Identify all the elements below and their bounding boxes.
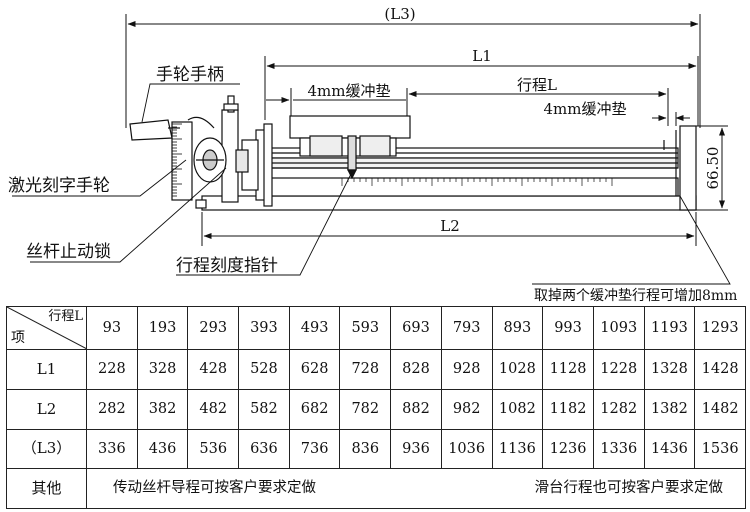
- table-cell: 593: [339, 306, 392, 350]
- table-cell: 982: [440, 388, 493, 430]
- dim-l2-text: L2: [440, 217, 460, 235]
- leader-lines: [12, 83, 731, 285]
- table-cell: 228: [86, 349, 138, 390]
- corner-diagonal: [7, 307, 87, 349]
- table-cell: 936: [390, 428, 442, 470]
- handwheel-dial-ticks: [172, 123, 182, 197]
- table-cell: 682: [288, 388, 341, 430]
- table-cell: 536: [187, 428, 240, 470]
- table-cell: 436: [136, 428, 189, 470]
- stroke-scale-ticks: [341, 178, 613, 186]
- row-header-other: 其他: [6, 468, 87, 509]
- dim-buffer-left-text: 4mm缓冲垫: [308, 82, 391, 100]
- table-cell: 1082: [491, 388, 544, 430]
- dim-l3-text: (L3): [384, 5, 415, 23]
- dim-l3: [125, 14, 701, 128]
- table-cell: 1093: [592, 306, 645, 350]
- table-cell: 728: [339, 349, 392, 390]
- table-cell: 993: [542, 306, 594, 350]
- table-cell: 1382: [643, 388, 696, 430]
- table-cell: 1293: [694, 306, 746, 350]
- dim-buffer-right-text: 4mm缓冲垫: [544, 100, 627, 118]
- label-screw-lock: 丝杆止动锁: [26, 242, 111, 262]
- corner-bottom-text: 项: [11, 330, 25, 346]
- table-cell: 493: [288, 306, 341, 350]
- table-row-l2: L2 282 382 482 582 682 782 882 982 1082 …: [6, 388, 746, 430]
- table-cell: 882: [390, 388, 442, 430]
- table-cell: 1136: [491, 428, 544, 470]
- note-slide-stroke: 滑台行程也可按客户要求定做: [534, 480, 724, 497]
- dim-stroke: [266, 88, 690, 126]
- table-cell: 328: [136, 349, 189, 390]
- row-header-l2: L2: [6, 388, 87, 430]
- spec-table: 行程L 项 93 193 293 393 493 593 693 793 893…: [6, 306, 746, 509]
- other-notes-cell: 传动丝杆导程可按客户要求定做 滑台行程也可按客户要求定做: [86, 468, 746, 509]
- label-handwheel-handle: 手轮手柄: [156, 65, 224, 85]
- table-row-l1: L1 228 328 428 528 628 728 828 928 1028 …: [6, 349, 746, 390]
- table-cell: 1328: [643, 349, 696, 390]
- table-cell: 628: [288, 349, 341, 390]
- table-cell: 336: [86, 428, 138, 470]
- note-screw-lead: 传动丝杆导程可按客户要求定做: [113, 480, 316, 497]
- table-cell: 793: [440, 306, 493, 350]
- handwheel-handle: [129, 116, 215, 141]
- stage-body: [195, 115, 697, 211]
- table-cell: 693: [390, 306, 442, 350]
- table-cell: 1236: [542, 428, 594, 470]
- table-cell: 193: [136, 306, 189, 350]
- table-cell: 582: [238, 388, 290, 430]
- label-stroke-pointer: 行程刻度指针: [176, 256, 278, 276]
- linear-stage-drawing: (L3) L1 4mm缓冲垫 行程L 4mm缓冲垫 66.50 L2: [8, 5, 737, 304]
- handwheel-assembly: [171, 95, 249, 203]
- table-cell: 393: [238, 306, 290, 350]
- table-corner-cell: 行程L 项: [6, 306, 87, 350]
- dim-height-text: 66.50: [704, 147, 722, 190]
- table-cell: 828: [390, 349, 442, 390]
- dim-stroke-text: 行程L: [517, 76, 557, 94]
- table-cell: 1182: [542, 388, 594, 430]
- table-cell: 282: [86, 388, 138, 430]
- table-cell: 1128: [542, 349, 594, 390]
- table-cell: 1536: [694, 428, 746, 470]
- table-cell: 1428: [694, 349, 746, 390]
- table-row-other: 其他 传动丝杆导程可按客户要求定做 滑台行程也可按客户要求定做: [6, 468, 746, 509]
- table-cell: 736: [288, 428, 341, 470]
- table-cell: 528: [238, 349, 290, 390]
- table-cell: 1193: [643, 306, 696, 350]
- label-laser-handwheel: 激光刻字手轮: [8, 176, 110, 196]
- table-cell: 1028: [491, 349, 544, 390]
- table-row-stroke: 行程L 项 93 193 293 393 493 593 693 793 893…: [6, 306, 746, 350]
- table-cell: 1436: [643, 428, 696, 470]
- table-cell: 1482: [694, 388, 746, 430]
- corner-top-text: 行程L: [48, 309, 83, 324]
- table-cell: 1036: [440, 428, 493, 470]
- dim-l2: [201, 212, 697, 246]
- dim-l1-text: L1: [472, 47, 492, 65]
- table-cell: 782: [339, 388, 392, 430]
- table-cell: 382: [136, 388, 189, 430]
- table-cell: 428: [187, 349, 240, 390]
- row-header-l1: L1: [6, 349, 87, 390]
- table-cell: 293: [187, 306, 240, 350]
- table-cell: 1336: [592, 428, 645, 470]
- table-cell: 928: [440, 349, 493, 390]
- dim-l1: [264, 56, 699, 126]
- table-cell: 893: [491, 306, 544, 350]
- table-row-l3: （L3） 336 436 536 636 736 836 936 1036 11…: [6, 428, 746, 470]
- table-cell: 1228: [592, 349, 645, 390]
- table-cell: 93: [86, 306, 138, 350]
- table-cell: 636: [238, 428, 290, 470]
- row-header-l3: （L3）: [6, 428, 87, 470]
- label-remove-buffers: 取掉两个缓冲垫行程可增加8mm: [534, 288, 737, 304]
- table-cell: 1282: [592, 388, 645, 430]
- table-cell: 836: [339, 428, 392, 470]
- table-cell: 482: [187, 388, 240, 430]
